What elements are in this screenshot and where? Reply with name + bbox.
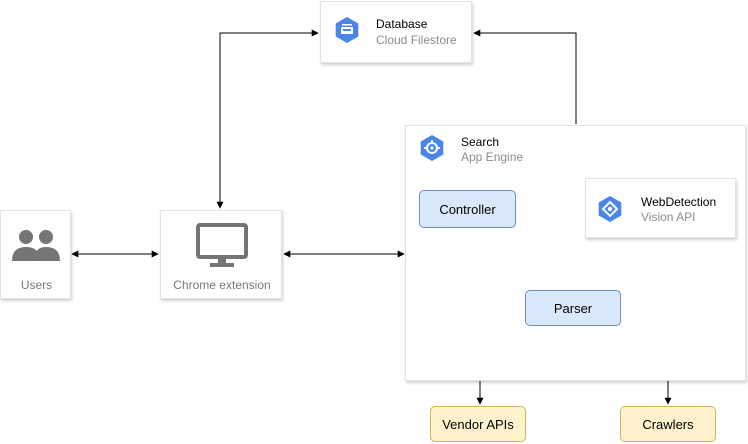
chrome-extension-card[interactable]: Chrome extension <box>160 210 282 299</box>
edge-search-database <box>473 29 577 124</box>
chrome-extension-label: Chrome extension <box>173 278 271 292</box>
search-subtitle: App Engine <box>461 150 524 164</box>
vision-api-icon <box>598 196 622 222</box>
database-card[interactable]: Database Cloud Filestore <box>320 1 472 63</box>
users-icon <box>12 230 60 261</box>
vendor-apis-label: Vendor APIs <box>442 416 514 432</box>
webdetection-title: WebDetection <box>641 195 717 209</box>
webdetection-card[interactable]: WebDetection Vision API <box>585 178 736 238</box>
parser-node[interactable]: Parser <box>525 290 621 326</box>
controller-node[interactable]: Controller <box>419 190 516 228</box>
users-card[interactable]: Users <box>0 210 71 299</box>
app-engine-icon <box>420 135 444 161</box>
vendor-apis-node[interactable]: Vendor APIs <box>430 406 526 442</box>
edge-chrome-database <box>216 29 319 209</box>
controller-label: Controller <box>439 201 496 217</box>
users-label: Users <box>20 278 53 292</box>
search-title: Search <box>461 135 500 149</box>
search-app-engine-group[interactable]: Search App Engine <box>405 125 746 381</box>
database-subtitle: Cloud Filestore <box>376 33 457 47</box>
monitor-icon <box>196 223 248 267</box>
crawlers-label: Crawlers <box>642 416 694 432</box>
crawlers-node[interactable]: Crawlers <box>620 406 716 442</box>
database-title: Database <box>376 17 428 31</box>
parser-label: Parser <box>553 300 593 316</box>
webdetection-subtitle: Vision API <box>641 210 696 224</box>
filestore-icon <box>335 17 359 43</box>
